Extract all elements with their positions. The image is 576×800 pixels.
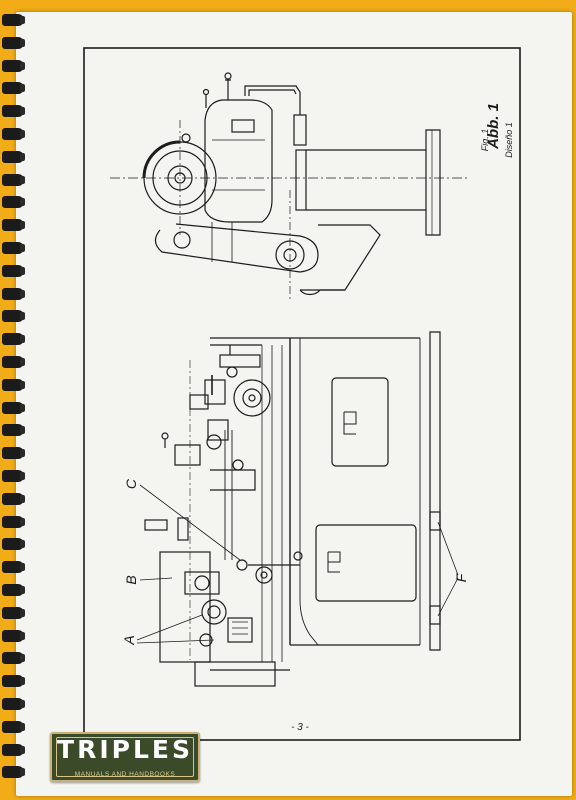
callout-b: B [123, 575, 139, 584]
figure-subtitle-fig: Fig. 1 [480, 129, 490, 152]
binding-hole [20, 61, 25, 70]
binding-coil [2, 401, 24, 414]
binding-hole [20, 768, 25, 777]
binding-coil [2, 14, 24, 26]
binding-hole [20, 540, 25, 549]
binding-hole [20, 722, 25, 731]
binding-hole [20, 312, 25, 321]
binding-hole [20, 380, 25, 389]
binding-hole [20, 563, 25, 572]
binding-hole [20, 631, 25, 640]
binding-coil [2, 561, 24, 574]
binding-coil [2, 219, 24, 232]
binding-hole [20, 175, 25, 184]
binding-coil [2, 264, 24, 277]
binding-hole [20, 586, 25, 594]
binding-hole [20, 16, 25, 24]
binding-coil [2, 470, 24, 482]
callout-a: A [121, 635, 137, 645]
callout-f: F [453, 572, 469, 582]
binding-hole [20, 266, 25, 275]
binding-coil [2, 36, 24, 49]
binding-hole [20, 289, 25, 298]
front-view [136, 331, 459, 687]
binding-coil [2, 82, 24, 95]
binding-coil [2, 515, 24, 528]
binding-coil [2, 333, 24, 346]
binding-hole [20, 700, 25, 708]
figure-title: Abb. 1 [485, 103, 502, 150]
binding-hole [20, 38, 25, 47]
binding-coil [2, 59, 24, 72]
binding-hole [20, 677, 25, 686]
drawing-frame [83, 47, 521, 741]
binding-hole [20, 244, 25, 252]
binding-hole [20, 426, 25, 435]
binding-hole [20, 494, 25, 503]
binding-coil [2, 743, 24, 756]
binding-hole [20, 745, 25, 754]
page-number: - 3 - [291, 722, 309, 733]
binding-coil [2, 105, 24, 118]
end-view [110, 72, 470, 300]
binding-hole [20, 654, 25, 663]
binding-hole [20, 608, 25, 617]
binding-coil [2, 128, 24, 140]
binding-hole [20, 107, 25, 116]
binding-coil [2, 629, 24, 642]
binding-hole [20, 403, 25, 412]
logo-title: TRIPLES [57, 735, 193, 764]
binding-coil [2, 424, 24, 437]
binding-hole [20, 449, 25, 458]
binding-coil [2, 492, 24, 505]
binding-hole [20, 130, 25, 138]
binding-coil [2, 378, 24, 391]
binding-coil [2, 196, 24, 209]
binding-coil [2, 606, 24, 619]
binding-hole [20, 152, 25, 161]
binding-coil [2, 652, 24, 665]
binding-hole [20, 517, 25, 526]
binding-coil [2, 538, 24, 551]
binding-coil [2, 310, 24, 323]
binding-coil [2, 173, 24, 186]
binding-hole [20, 358, 25, 366]
binding-hole [20, 84, 25, 93]
binding-coil [2, 766, 24, 779]
spiral-binding [0, 8, 25, 798]
binding-coil [2, 698, 24, 710]
logo-border [56, 737, 194, 777]
binding-coil [2, 675, 24, 688]
binding-coil [2, 242, 24, 254]
binding-coil [2, 356, 24, 368]
binding-coil [2, 584, 24, 596]
binding-hole [20, 198, 25, 207]
binding-coil [2, 447, 24, 460]
binding-hole [20, 472, 25, 480]
binding-hole [20, 335, 25, 344]
triples-logo: TRIPLES MANUALS AND HANDBOOKS [50, 732, 200, 782]
binding-coil [2, 150, 24, 163]
binding-hole [20, 221, 25, 230]
figure-subtitle-diseno: Diseño 1 [504, 122, 514, 158]
logo-subtitle: MANUALS AND HANDBOOKS [74, 771, 176, 778]
binding-coil [2, 287, 24, 300]
binding-coil [2, 720, 24, 733]
callout-c: C [123, 478, 139, 489]
